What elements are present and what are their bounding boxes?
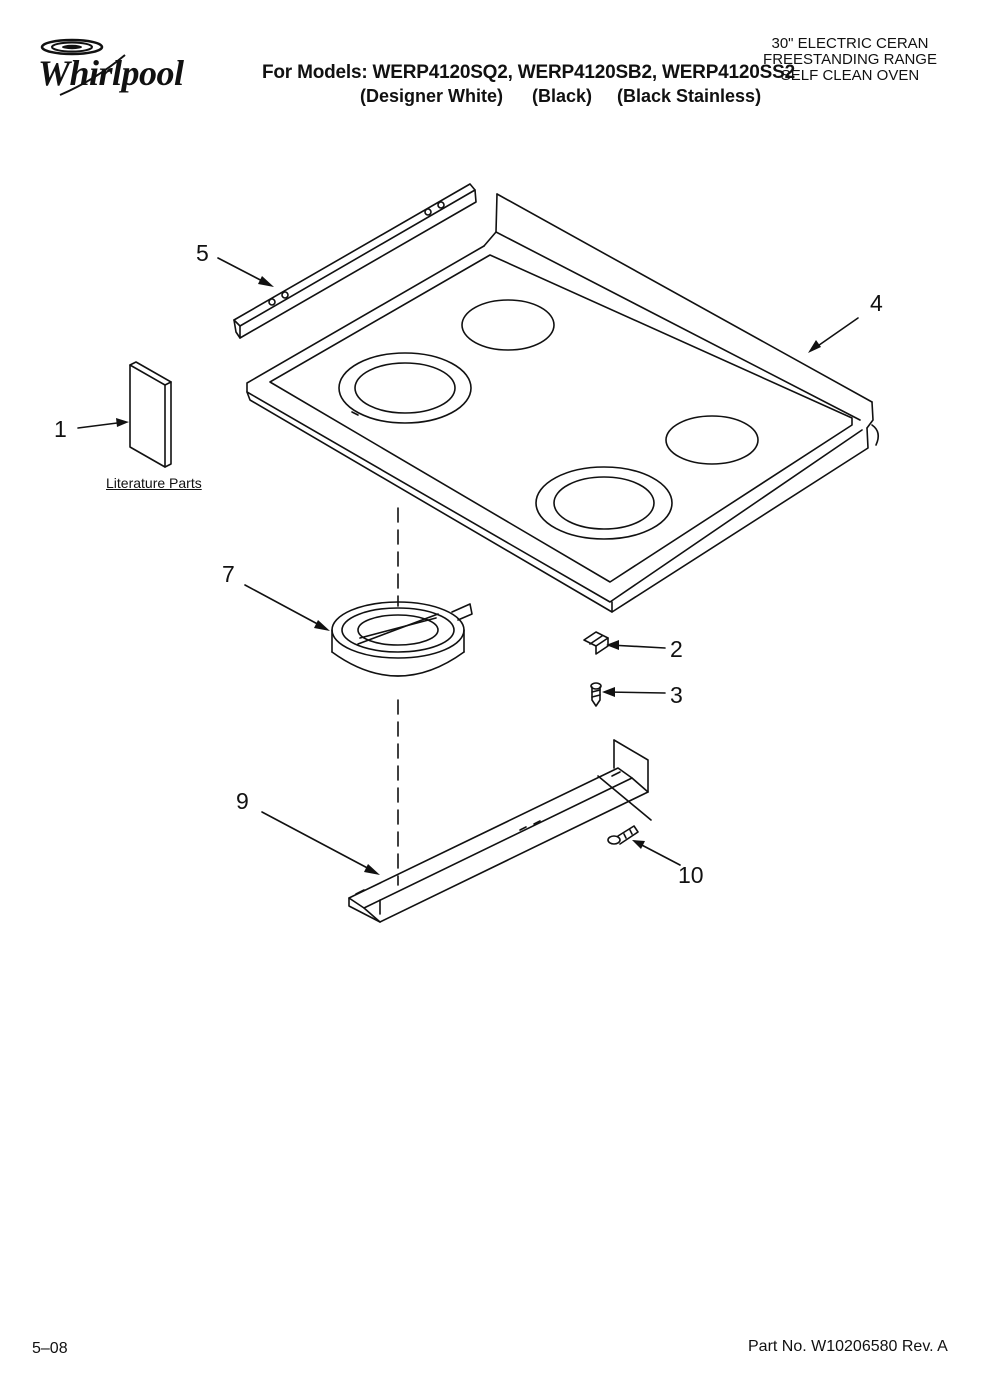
variant-designer-white: (Designer White)	[360, 86, 504, 106]
product-line-3: SELF CLEAN OVEN	[780, 67, 920, 84]
variant-black: (Black)	[532, 86, 593, 106]
brand-name: Whirlpool	[38, 53, 184, 93]
callout-2: 2	[670, 636, 683, 662]
callout-3: 3	[670, 682, 683, 708]
callout-7: 7	[222, 561, 235, 587]
literature-parts-label: Literature Parts	[106, 475, 202, 491]
callout-9: 9	[236, 788, 249, 814]
callout-1: 1	[54, 416, 67, 442]
part-3-screw-shape	[590, 682, 602, 707]
part-2-clip-shape	[583, 631, 609, 655]
product-description: 30" ELECTRIC CERAN FREESTANDING RANGE SE…	[740, 36, 960, 84]
product-line-1: 30" ELECTRIC CERAN	[771, 35, 929, 52]
part-10-screw-shape	[607, 825, 639, 845]
callout-5: 5	[196, 240, 209, 266]
models-title: For Models: WERP4120SQ2, WERP4120SB2, WE…	[262, 62, 795, 83]
footer-part-number: Part No. W10206580 Rev. A	[748, 1338, 948, 1355]
part-9-bracket-shape	[348, 739, 649, 923]
logo-swirl-icon	[40, 38, 126, 96]
callout-leader-lines	[77, 257, 859, 873]
callout-4: 4	[870, 290, 883, 316]
part-7-element-shape	[331, 601, 473, 677]
part-1-literature-shape	[129, 361, 172, 468]
footer-date: 5–08	[32, 1340, 68, 1357]
part-4-cooktop-shape	[246, 193, 880, 613]
product-line-2: FREESTANDING RANGE	[763, 51, 937, 68]
part-5-vent-trim-shape	[233, 183, 477, 339]
callout-arrowheads	[116, 276, 821, 875]
callout-10: 10	[678, 862, 704, 888]
variant-black-stainless: (Black Stainless)	[617, 86, 762, 106]
